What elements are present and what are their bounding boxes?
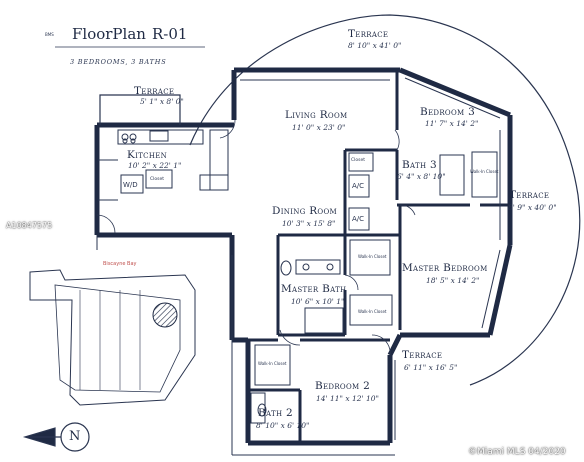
dining-room-label: Dining Room bbox=[272, 205, 337, 217]
bedroom-3-label: Bedroom 3 bbox=[420, 106, 476, 118]
master-bath-label: Master Bath bbox=[281, 283, 347, 295]
walk-in-closet-master-2: Walk-In Closet bbox=[358, 309, 387, 314]
site-unit-highlight bbox=[152, 302, 178, 328]
biscayne-bay-label: Biscayne Bay bbox=[103, 261, 137, 267]
terrace-kitchen-dim: 5' 1" x 8' 0" bbox=[140, 97, 184, 106]
walk-in-closet-bedroom2: Walk-In Closet bbox=[258, 361, 287, 366]
walk-in-closet-master-1: Walk-In Closet bbox=[358, 254, 387, 259]
bath-3-dim: 6' 4" x 8' 10" bbox=[397, 172, 446, 181]
master-bedroom-dim: 18' 5" x 14' 2" bbox=[426, 276, 480, 285]
copyright-watermark: ©Miami MLS 04/2020 bbox=[468, 447, 566, 457]
terrace-top-label: Terrace bbox=[348, 28, 389, 40]
terrace-bottom-dim: 6' 11" x 16' 5" bbox=[404, 363, 458, 372]
living-room-label: Living Room bbox=[285, 109, 348, 121]
bedroom-2-label: Bedroom 2 bbox=[315, 380, 371, 392]
site-map bbox=[29, 269, 196, 406]
walk-in-closet-bath3: Walk-In Closet bbox=[470, 169, 499, 174]
bedroom-2-dim: 14' 11" x 12' 10" bbox=[316, 394, 379, 403]
unit-label: R-01 bbox=[152, 25, 188, 43]
windows bbox=[240, 77, 501, 440]
terrace-arc bbox=[189, 14, 581, 386]
dining-room-dim: 10' 3" x 15' 8" bbox=[282, 219, 336, 228]
page-subtitle: 3 BEDROOMS, 3 BATHS bbox=[70, 58, 167, 66]
bath-3-label: Bath 3 bbox=[402, 159, 437, 171]
listing-id-watermark: A10847575 bbox=[6, 221, 53, 230]
interior-walls bbox=[248, 70, 510, 443]
terrace-top-dim: 8' 10" x 41' 0" bbox=[348, 41, 402, 50]
kitchen-dim: 10' 2" x 22' 1" bbox=[128, 161, 182, 170]
header-prefix: BMS bbox=[45, 32, 54, 37]
page-title: FloorPlan bbox=[72, 25, 146, 43]
ac-label-2: A/C bbox=[352, 215, 365, 223]
bath-2-dim: 8' 10" x 6' 10" bbox=[256, 421, 310, 430]
hall-closet-label: Closet bbox=[351, 158, 366, 163]
terrace-right-dim: 8' 9" x 40' 0" bbox=[508, 203, 557, 212]
bedroom-3-dim: 11' 7" x 14' 2" bbox=[425, 119, 479, 128]
ac-label-1: A/C bbox=[352, 182, 365, 190]
kitchen-label: Kitchen bbox=[127, 149, 168, 161]
master-bath-dim: 10' 6" x 10' 1" bbox=[291, 297, 345, 306]
door-swings bbox=[96, 119, 416, 356]
compass bbox=[22, 422, 90, 452]
terrace-bottom-label: Terrace bbox=[402, 349, 443, 361]
closet-boxes bbox=[250, 151, 498, 424]
terrace-kitchen-label: Terrace bbox=[134, 85, 175, 97]
compass-north-letter: N bbox=[69, 429, 81, 444]
kitchen-closet-label: Closet bbox=[150, 177, 165, 182]
bath-2-label: Bath 2 bbox=[258, 407, 293, 419]
kitchen-counters bbox=[98, 129, 229, 201]
terrace-right-label: Terrace bbox=[509, 189, 550, 201]
living-room-dim: 11' 0" x 23' 0" bbox=[292, 123, 346, 132]
washer-dryer-label: W/D bbox=[123, 181, 138, 189]
master-bedroom-label: Master Bedroom bbox=[402, 262, 488, 274]
